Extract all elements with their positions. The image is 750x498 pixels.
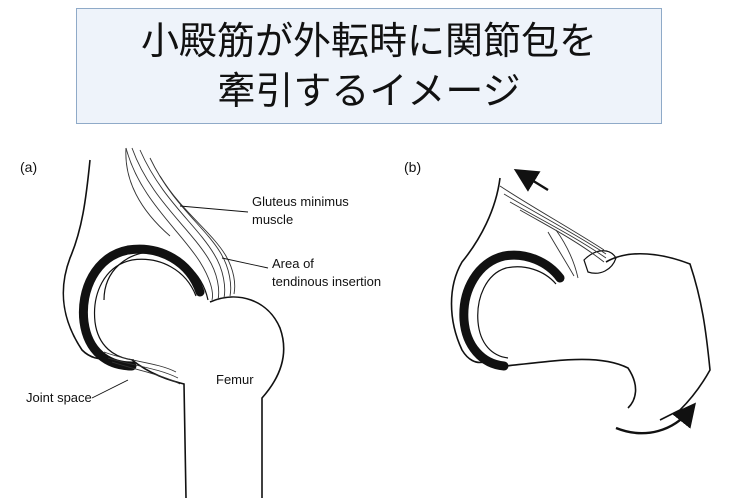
femur-b [505, 252, 711, 421]
gluteus-minimus-a [125, 147, 236, 301]
label-joint-space: Joint space [26, 390, 92, 405]
gluteus-minimus-b [499, 185, 607, 279]
pelvis-b [450, 177, 501, 364]
panel-b-label: (b) [404, 159, 421, 175]
acetabulum-a [78, 244, 205, 371]
label-gluteus-2: muscle [252, 212, 293, 227]
label-insertion-2: tendinous insertion [272, 274, 381, 289]
arrow-pull-up [513, 168, 549, 192]
panel-b: (b) [404, 159, 711, 435]
acetabulum-b [459, 250, 565, 371]
label-femur: Femur [216, 372, 254, 387]
panel-a-label: (a) [20, 159, 37, 175]
label-gluteus-1: Gluteus minimus [252, 194, 349, 209]
femur-a [131, 296, 285, 498]
title-line-2: 牽引するイメージ [217, 69, 521, 113]
label-insertion-1: Area of [272, 256, 314, 271]
title-box: 小殿筋が外転時に関節包を 牽引するイメージ [76, 8, 662, 124]
panel-a: (a) Gluteus minimus muscle Area of tendi… [20, 147, 381, 498]
pelvis-a [62, 159, 107, 360]
arrow-rotate [615, 402, 697, 435]
title-line-1: 小殿筋が外転時に関節包を [140, 19, 597, 63]
